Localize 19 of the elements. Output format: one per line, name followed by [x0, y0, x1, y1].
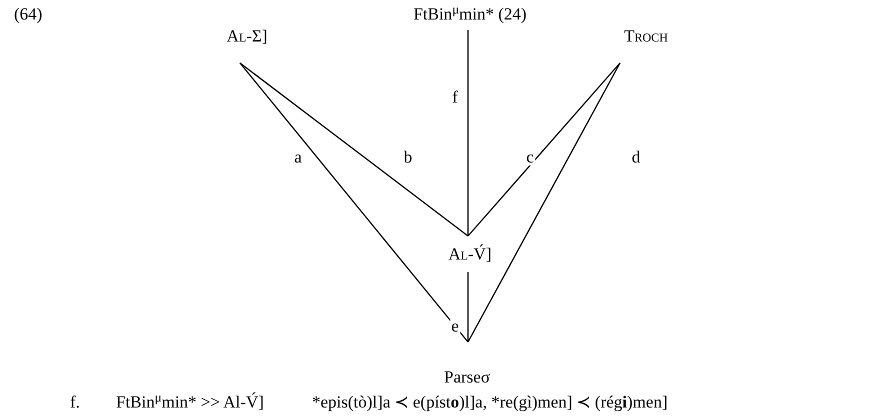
connector-line: [467, 62, 621, 342]
connector-line: [467, 272, 469, 342]
constraint-label: Troch: [624, 25, 668, 47]
edge-label: e: [450, 318, 460, 334]
connector-line: [240, 62, 468, 342]
item-letter: f.: [70, 391, 80, 413]
constraint-label: Al-V́]: [448, 243, 492, 265]
connector-line: [240, 62, 468, 237]
example-forms: *epis(tò)l]a ≺ e(písto)l]a, *re(gì)men] ≺ (régi)men]: [312, 391, 668, 413]
edge-label: f: [451, 88, 459, 106]
constraint-label: Parseσ: [444, 366, 490, 388]
example-number: (64): [14, 3, 42, 25]
constraint-label: FtBin$^{μ}$min* (24): [413, 3, 527, 25]
edge-label: b: [402, 148, 414, 166]
edge-label: d: [630, 148, 642, 166]
constraint-label: Al-Σ]: [226, 25, 268, 47]
connector-line: [467, 30, 469, 236]
connector-line: [468, 62, 620, 236]
constraint-ranking: FtBin$^{μ}$min* >> Al-V́]: [116, 391, 264, 413]
